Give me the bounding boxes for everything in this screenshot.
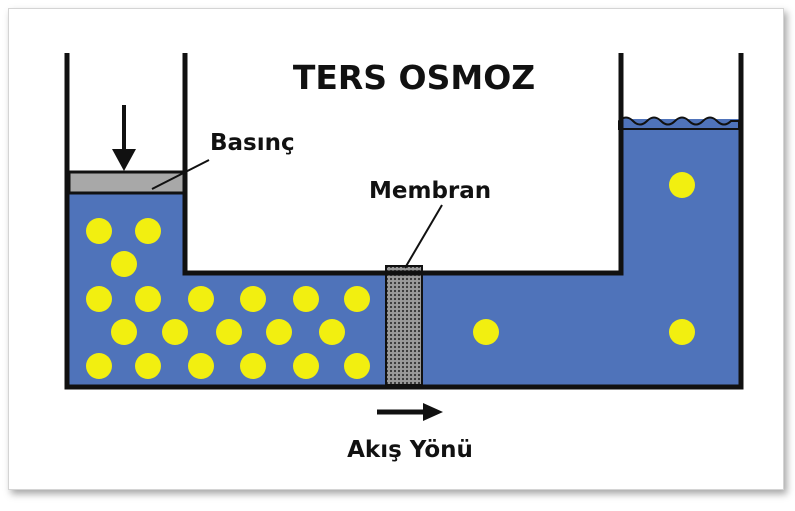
particle — [216, 319, 242, 345]
particle — [293, 286, 319, 312]
membrane-leader-line — [404, 204, 443, 269]
particle — [188, 286, 214, 312]
diagram-frame: TERS OSMOZ Basınç Membran Akış Yönü — [8, 8, 784, 490]
particle — [240, 353, 266, 379]
particle — [86, 353, 112, 379]
membrane-label: Membran — [369, 178, 491, 204]
particle — [293, 353, 319, 379]
particle — [344, 353, 370, 379]
arrow-right-icon — [377, 403, 443, 421]
particle — [344, 286, 370, 312]
particle — [135, 353, 161, 379]
particle — [86, 218, 112, 244]
pressure-label: Basınç — [210, 130, 295, 156]
pressure-leader-line — [151, 159, 210, 190]
solute-particles — [86, 172, 695, 379]
particle — [111, 251, 137, 277]
particle — [162, 319, 188, 345]
flow-direction-label: Akış Yönü — [347, 437, 473, 463]
piston — [67, 170, 187, 195]
particle — [86, 286, 112, 312]
reverse-osmosis-diagram: TERS OSMOZ Basınç Membran Akış Yönü — [64, 53, 744, 463]
particle — [266, 319, 292, 345]
particle — [473, 319, 499, 345]
arrow-down-icon — [112, 105, 136, 171]
particle — [111, 319, 137, 345]
container-wall — [64, 53, 744, 390]
water-surface-wave — [618, 116, 740, 130]
particle — [669, 172, 695, 198]
particle — [669, 319, 695, 345]
particle — [135, 286, 161, 312]
membrane — [385, 265, 423, 386]
particle — [240, 286, 266, 312]
diagram-title: TERS OSMOZ — [293, 58, 535, 97]
particle — [319, 319, 345, 345]
particle — [135, 218, 161, 244]
particle — [188, 353, 214, 379]
